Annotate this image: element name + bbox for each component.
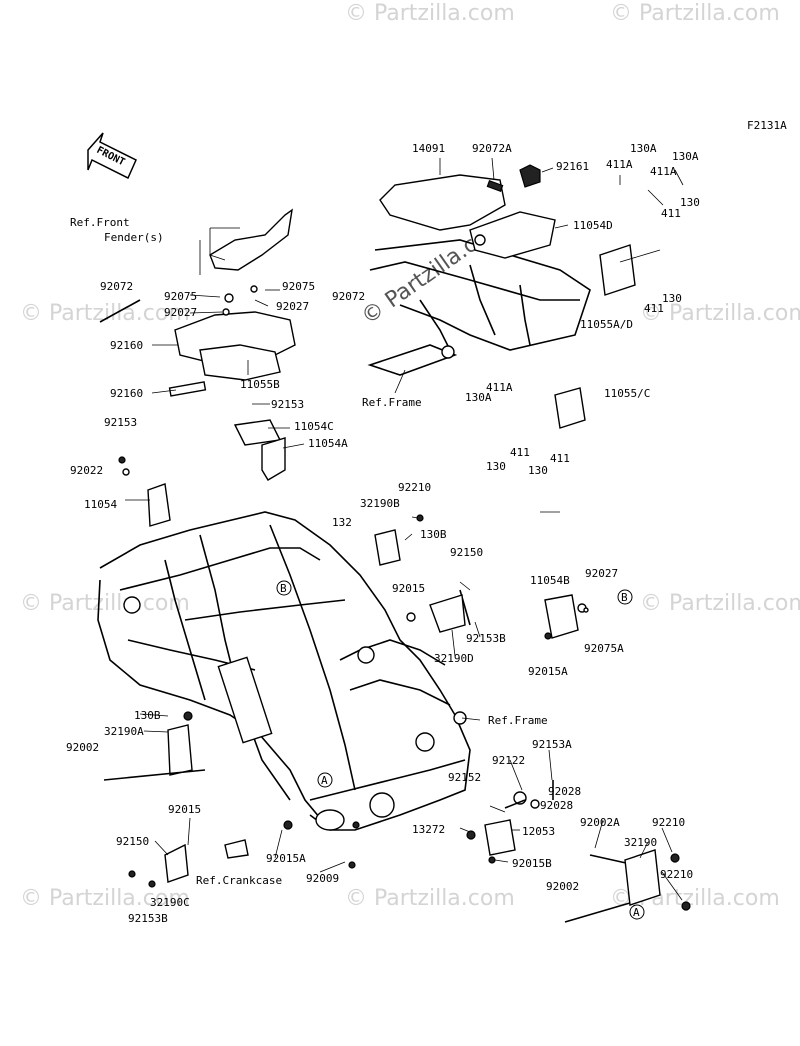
leader-lines xyxy=(125,157,684,901)
part-label: 411A xyxy=(650,165,677,178)
part-label: Ref.Front xyxy=(70,216,130,229)
part-label: 411A xyxy=(486,381,513,394)
part-label: 92161 xyxy=(556,160,589,173)
part-label: Ref.Frame xyxy=(488,714,548,727)
part-label: 92075 xyxy=(164,290,197,303)
part-label: 92028 xyxy=(540,799,573,812)
callout-b: B xyxy=(621,591,628,604)
part-label: 92022 xyxy=(70,464,103,477)
part-label: 92002 xyxy=(546,880,579,893)
part-label: 130 xyxy=(486,460,506,473)
part-label: 92153B xyxy=(128,912,168,925)
part-label: 92028 xyxy=(548,785,581,798)
part-label: 11055A/D xyxy=(580,318,633,331)
watermark: © Partzilla.com xyxy=(345,886,515,911)
part-label: 92002A xyxy=(580,816,620,829)
part-label: 130A xyxy=(630,142,657,155)
part-label: 92150 xyxy=(116,835,149,848)
watermark: © Partzilla.com xyxy=(20,591,190,616)
part-label: 92160 xyxy=(110,339,143,352)
part-label: 411A xyxy=(606,158,633,171)
part-label: 92072 xyxy=(100,280,133,293)
callout-markers: B B A A xyxy=(276,580,645,920)
part-label: 14091 xyxy=(412,142,445,155)
rear-subframe-drawing xyxy=(367,164,636,429)
watermark-layer: © Partzilla.com © Partzilla.com © Partzi… xyxy=(20,1,800,911)
part-label: 32190D xyxy=(434,652,474,665)
part-number-labels: 14091 92072A 92161 130A 130A 411A 411A 1… xyxy=(66,142,700,925)
part-label: 92153 xyxy=(271,398,304,411)
part-label: 130A xyxy=(672,150,699,163)
watermark: © Partzilla.com xyxy=(345,1,515,26)
part-label: 92027 xyxy=(585,567,618,580)
part-label: 411 xyxy=(661,207,681,220)
front-arrow-icon: FRONT xyxy=(87,132,137,180)
part-label: 13272 xyxy=(412,823,445,836)
part-label: 92210 xyxy=(652,816,685,829)
part-label: 11054B xyxy=(530,574,570,587)
part-label: 11054D xyxy=(573,219,613,232)
part-label: 92075 xyxy=(282,280,315,293)
part-label: 11054C xyxy=(294,420,334,433)
part-label: Fender(s) xyxy=(104,231,164,244)
side-bracket-drawings xyxy=(103,514,691,923)
part-label: 92153A xyxy=(532,738,572,751)
part-label: 130B xyxy=(420,528,447,541)
part-label: 130 xyxy=(528,464,548,477)
part-label: 92210 xyxy=(660,868,693,881)
watermark: © Partzilla.com xyxy=(20,886,190,911)
part-label: 130 xyxy=(662,292,682,305)
watermark: © Partzilla.com xyxy=(20,301,190,326)
main-frame-drawing xyxy=(97,511,471,831)
part-label: 92015A xyxy=(266,852,306,865)
part-label: 92075A xyxy=(584,642,624,655)
part-label: 11054 xyxy=(84,498,117,511)
part-label: 32190 xyxy=(624,836,657,849)
part-label: 130 xyxy=(680,196,700,209)
part-label: 92027 xyxy=(276,300,309,313)
part-label: 11055B xyxy=(240,378,280,391)
part-label: 132 xyxy=(332,516,352,529)
part-label: 92153B xyxy=(466,632,506,645)
part-label: Ref.Frame xyxy=(362,396,422,409)
diagram-code: F2131A xyxy=(747,119,787,132)
part-label: 92072A xyxy=(472,142,512,155)
callout-b: B xyxy=(280,582,287,595)
part-label: 92152 xyxy=(448,771,481,784)
part-label: 11055/C xyxy=(604,387,650,400)
watermark: © Partzilla.com xyxy=(640,591,800,616)
part-label: 11054A xyxy=(308,437,348,450)
part-label: 92015 xyxy=(392,582,425,595)
part-label: 32190B xyxy=(360,497,400,510)
watermark: © Partzilla.com xyxy=(610,1,780,26)
part-label: 92009 xyxy=(306,872,339,885)
part-label: 92002 xyxy=(66,741,99,754)
part-label: 92015 xyxy=(168,803,201,816)
part-label: 92122 xyxy=(492,754,525,767)
callout-a: A xyxy=(633,906,640,919)
watermark: © Partzilla.com xyxy=(640,301,800,326)
front-fender-bracket-drawing xyxy=(99,208,296,527)
part-label: Ref.Crankcase xyxy=(196,874,282,887)
part-label: 411 xyxy=(510,446,530,459)
callout-a: A xyxy=(321,774,328,787)
part-label: 92027 xyxy=(164,306,197,319)
part-label: 12053 xyxy=(522,825,555,838)
part-label: 130A xyxy=(465,391,492,404)
part-label: 92015B xyxy=(512,857,552,870)
part-label: 92015A xyxy=(528,665,568,678)
part-label: 411 xyxy=(550,452,570,465)
part-label: 92160 xyxy=(110,387,143,400)
part-label: 411 xyxy=(644,302,664,315)
part-label: 92153 xyxy=(104,416,137,429)
part-label: 92210 xyxy=(398,481,431,494)
part-label: 32190A xyxy=(104,725,144,738)
part-label: 92072 xyxy=(332,290,365,303)
part-label: 130B xyxy=(134,709,161,722)
part-label: 92150 xyxy=(450,546,483,559)
part-label: 32190C xyxy=(150,896,190,909)
